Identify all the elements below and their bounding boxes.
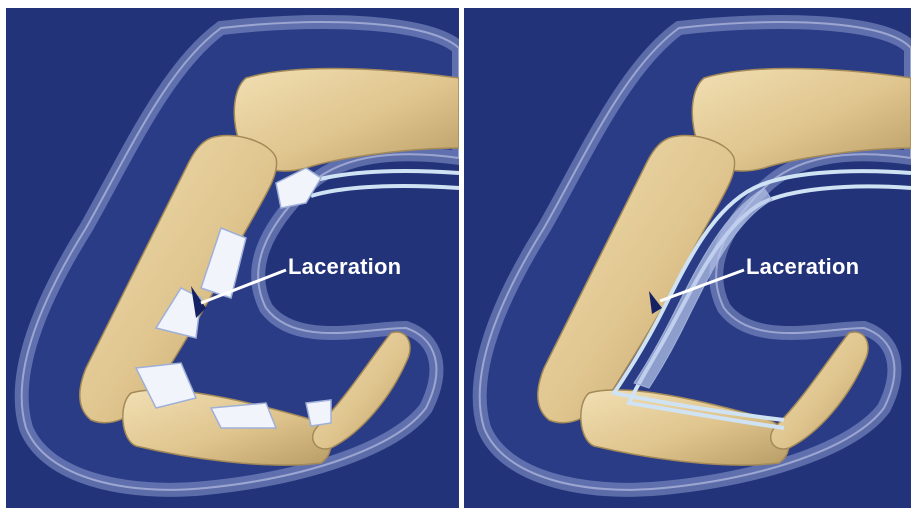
annotation-label: Laceration [746, 254, 859, 280]
tendon-illustration [306, 400, 331, 426]
annotation-label: Laceration [288, 254, 401, 280]
panel-lacerated: Laceration [6, 8, 459, 508]
tendon-illustration [311, 186, 459, 196]
tendon-illustration [211, 403, 276, 428]
panel-repaired: Laceration [464, 8, 911, 508]
